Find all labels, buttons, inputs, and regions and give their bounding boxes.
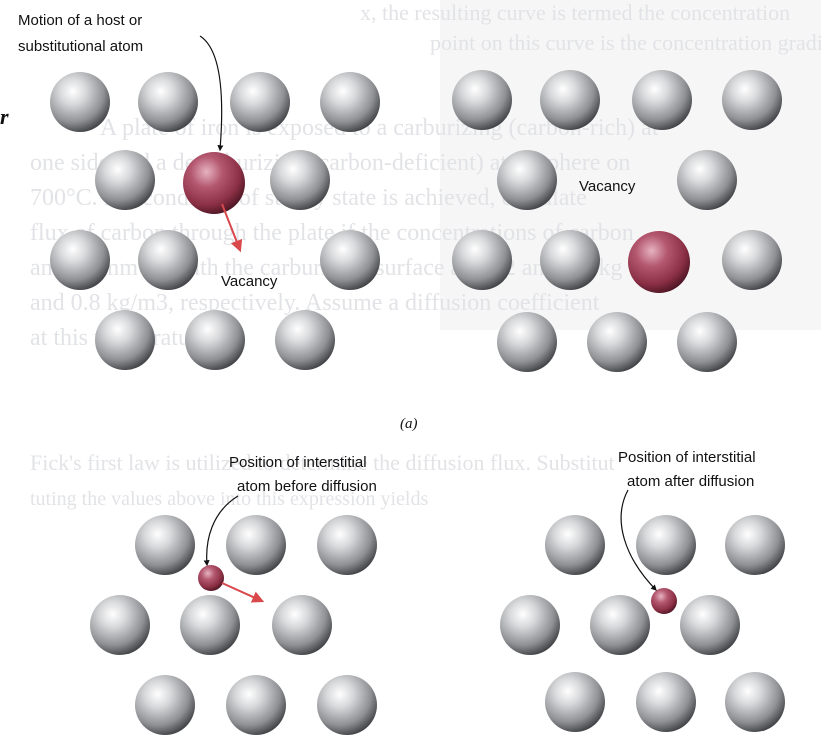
host-atom — [545, 515, 605, 575]
motion-pointer-line — [199, 35, 224, 152]
host-atom — [275, 310, 335, 370]
stray-mark: r — [0, 104, 9, 129]
host-atom — [540, 70, 600, 130]
host-atom — [636, 515, 696, 575]
interstitial-motion-arrow — [221, 582, 265, 603]
host-atom — [452, 70, 512, 130]
host-atom — [95, 150, 155, 210]
host-atom — [226, 675, 286, 735]
host-atom — [317, 675, 377, 735]
host-atom — [497, 150, 557, 210]
motion-arrow — [221, 203, 243, 253]
host-atom — [185, 310, 245, 370]
atom-in-former-vacancy — [628, 231, 690, 293]
host-atom — [587, 312, 647, 372]
svg-text:point on this curve is the con: point on this curve is the concentration… — [430, 30, 821, 55]
host-atom — [135, 675, 195, 735]
host-atom — [722, 70, 782, 130]
host-atom — [180, 595, 240, 655]
svg-text:x, the resulting curve is term: x, the resulting curve is termed the con… — [360, 0, 790, 25]
interstitial-atom-before — [198, 565, 224, 591]
host-atom — [590, 595, 650, 655]
interstitial-before-line-1: Position of interstitial — [229, 454, 367, 471]
migrating-host-atom — [183, 152, 245, 214]
arrow-layer — [199, 35, 657, 603]
host-atom — [50, 72, 110, 132]
host-atom — [722, 230, 782, 290]
host-atom — [135, 515, 195, 575]
vacancy-label-left: Vacancy — [221, 273, 278, 290]
host-atom — [677, 150, 737, 210]
host-atom — [272, 595, 332, 655]
host-atom — [138, 72, 198, 132]
motion-label-line-2: substitutional atom — [18, 38, 143, 55]
host-atom — [90, 595, 150, 655]
vacancy-label-right: Vacancy — [579, 178, 636, 195]
host-atom — [230, 72, 290, 132]
host-atom — [636, 672, 696, 732]
interstitial-after-label: Position of interstitial atom after diff… — [618, 449, 760, 490]
host-atom — [540, 230, 600, 290]
host-atom — [95, 310, 155, 370]
interstitial-before-label: Position of interstitial atom before dif… — [229, 454, 377, 495]
interstitial-before-pointer — [203, 495, 239, 567]
host-atom — [317, 515, 377, 575]
interstitial-after-line-1: Position of interstitial — [618, 449, 756, 466]
host-atom — [632, 70, 692, 130]
host-atom — [677, 312, 737, 372]
part-a-caption: (a) — [400, 416, 418, 432]
host-atom — [500, 595, 560, 655]
host-atom — [545, 672, 605, 732]
host-atom — [452, 230, 512, 290]
host-atom — [226, 515, 286, 575]
host-atom — [270, 150, 330, 210]
motion-label-line-1: Motion of a host or — [18, 12, 142, 29]
atom-layer — [50, 70, 785, 735]
svg-text:Fick's first law is utilized t: Fick's first law is utilized to determin… — [30, 450, 615, 475]
host-atom — [725, 672, 785, 732]
interstitial-before-line-2: atom before diffusion — [237, 478, 377, 495]
host-atom — [497, 312, 557, 372]
interstitial-atom-after — [651, 588, 677, 614]
host-atom — [320, 230, 380, 290]
host-atom — [138, 230, 198, 290]
host-atom — [725, 515, 785, 575]
host-atom — [320, 72, 380, 132]
svg-text:tuting the values above into t: tuting the values above into this expres… — [30, 488, 428, 510]
interstitial-after-pointer — [620, 489, 657, 591]
interstitial-after-line-2: atom after diffusion — [627, 473, 754, 490]
host-atom — [50, 230, 110, 290]
host-atom — [680, 595, 740, 655]
motion-label: Motion of a host or substitutional atom — [18, 12, 146, 55]
